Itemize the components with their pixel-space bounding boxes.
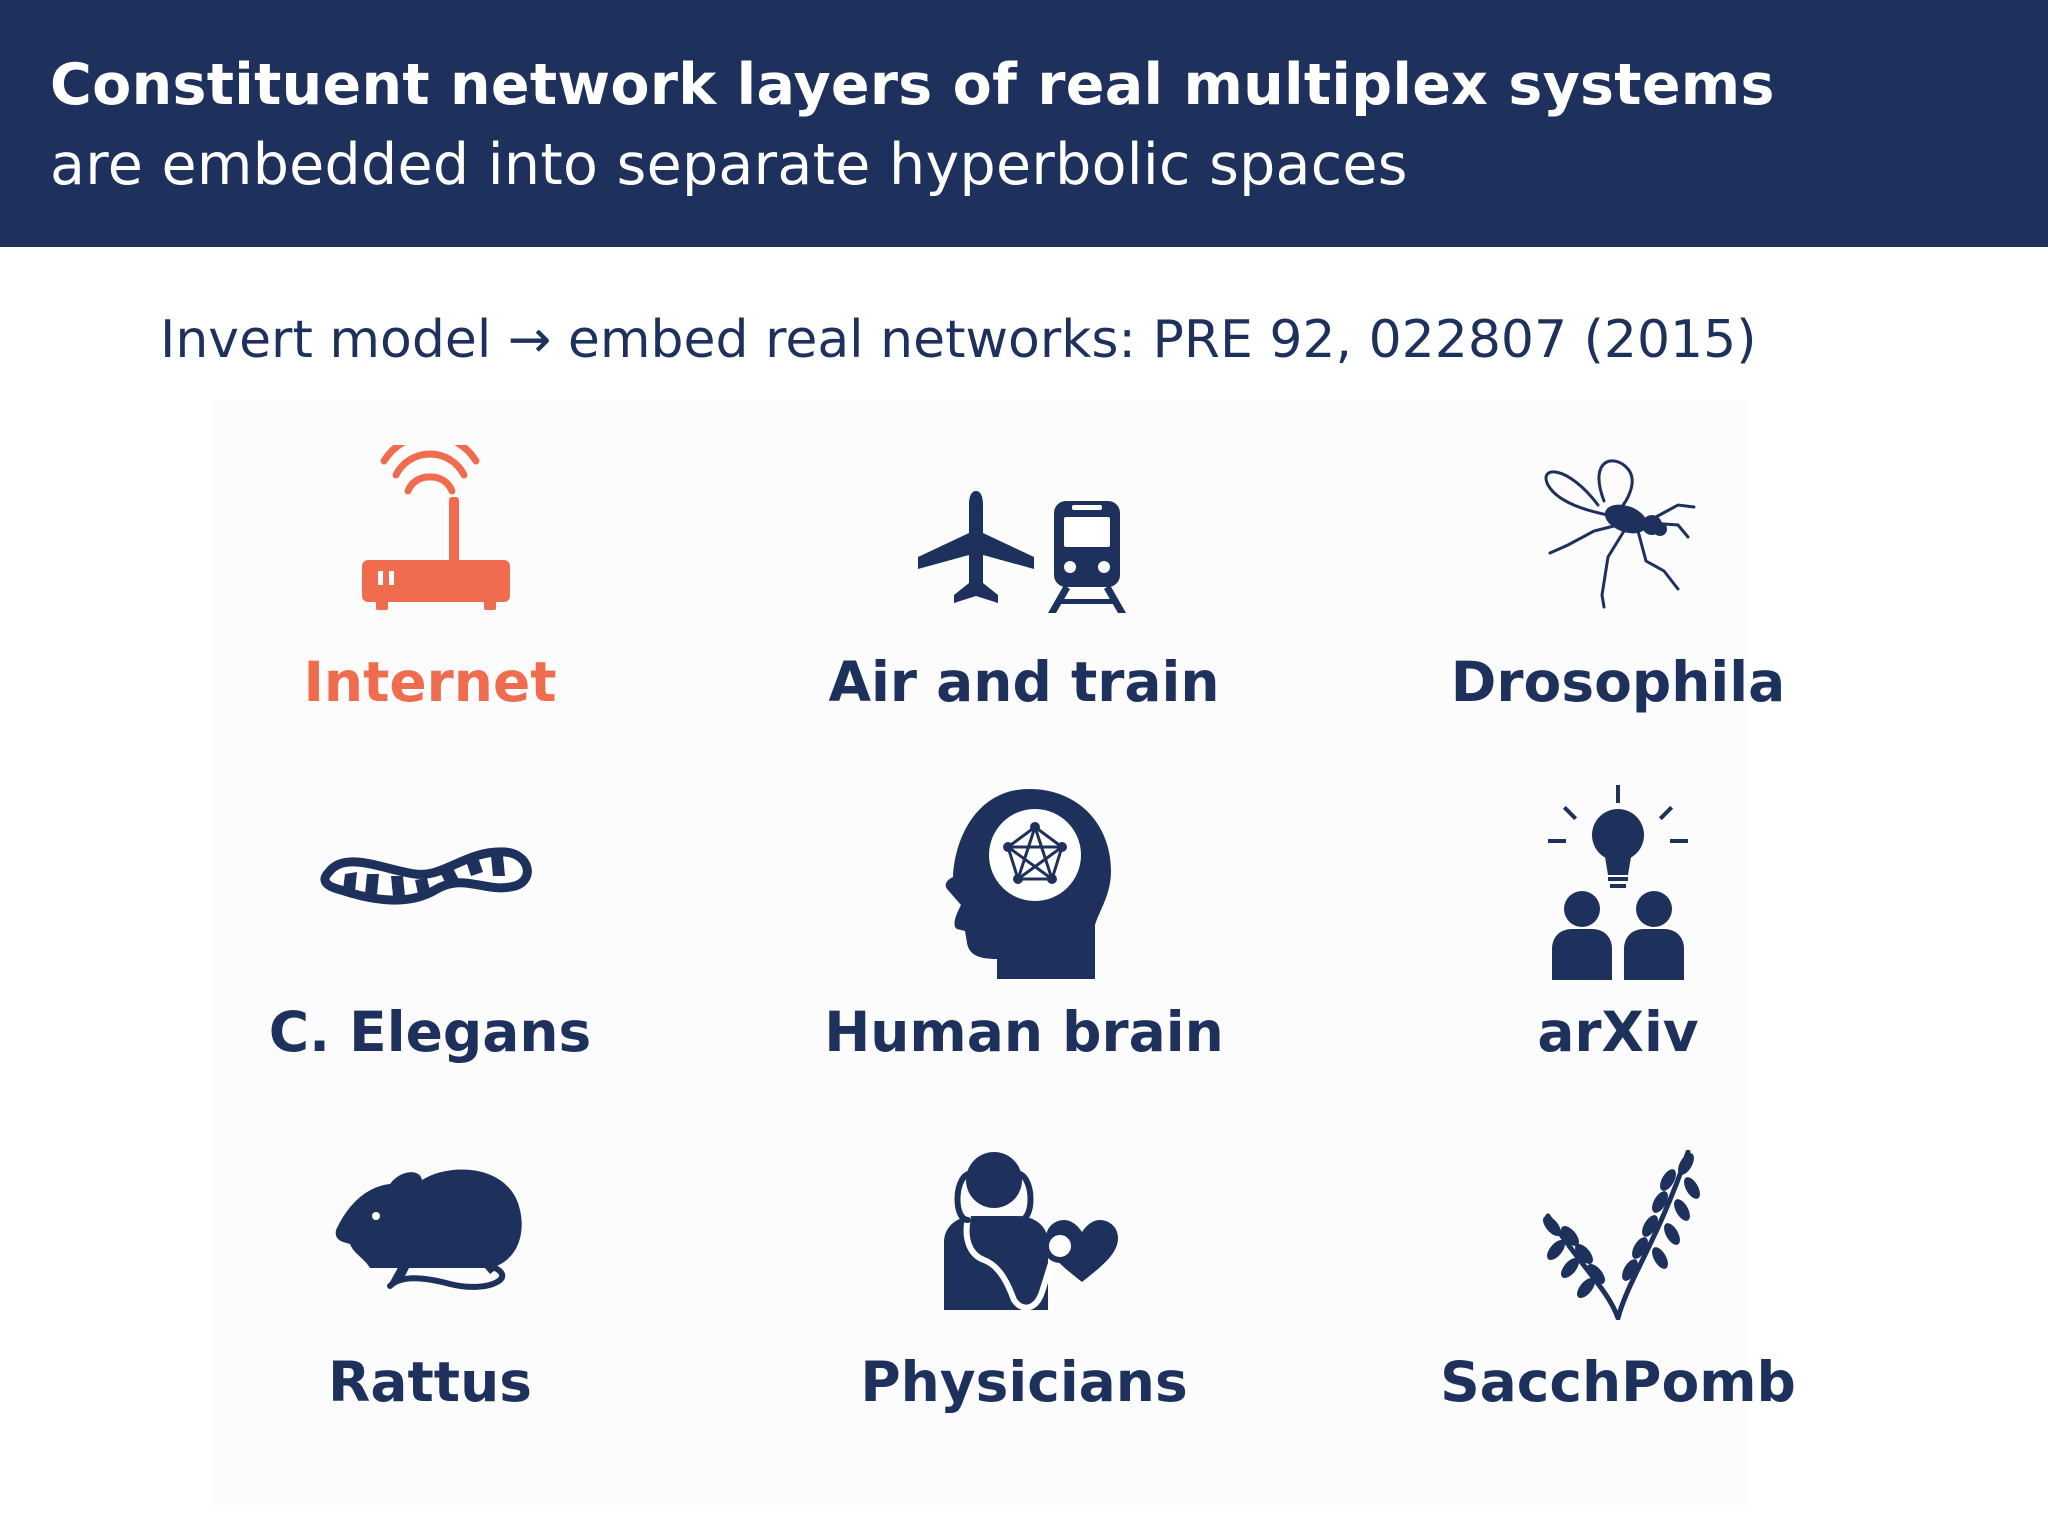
item-label: arXiv — [1537, 1000, 1699, 1064]
head-network-icon — [945, 789, 1111, 979]
item-air-and-train: Air and train — [724, 445, 1324, 785]
item-label: SacchPomb — [1440, 1350, 1796, 1414]
worm-icon — [320, 847, 532, 905]
item-physicians: Physicians — [724, 1150, 1324, 1490]
rat-icon — [335, 1169, 522, 1290]
plane-train-icon — [918, 491, 1126, 613]
item-internet: Internet — [130, 445, 730, 785]
item-label: Human brain — [824, 1000, 1224, 1064]
item-rattus: Rattus — [130, 1150, 730, 1490]
page-subtitle: are embedded into separate hyperbolic sp… — [50, 132, 1408, 198]
item-sacchpomb: SacchPomb — [1318, 1150, 1918, 1490]
people-idea-icon — [1548, 785, 1688, 980]
item-c-elegans: C. Elegans — [130, 790, 730, 1130]
item-arxiv: arXiv — [1318, 785, 1918, 1125]
header-banner: Constituent network layers of real multi… — [0, 0, 2048, 247]
doctor-icon — [944, 1152, 1118, 1310]
reference-citation: Invert model → embed real networks: PRE … — [160, 310, 1757, 370]
page-title: Constituent network layers of real multi… — [50, 52, 1775, 118]
item-label: Rattus — [328, 1350, 532, 1414]
item-label: Internet — [303, 650, 557, 714]
item-label: Drosophila — [1450, 650, 1786, 714]
router-icon — [362, 445, 510, 610]
fly-icon — [1544, 459, 1696, 609]
item-label: C. Elegans — [268, 1000, 592, 1064]
item-human-brain: Human brain — [724, 785, 1324, 1125]
item-drosophila: Drosophila — [1318, 445, 1918, 785]
item-label: Air and train — [828, 650, 1220, 714]
item-label: Physicians — [860, 1350, 1188, 1414]
wheat-icon — [1543, 1150, 1700, 1320]
